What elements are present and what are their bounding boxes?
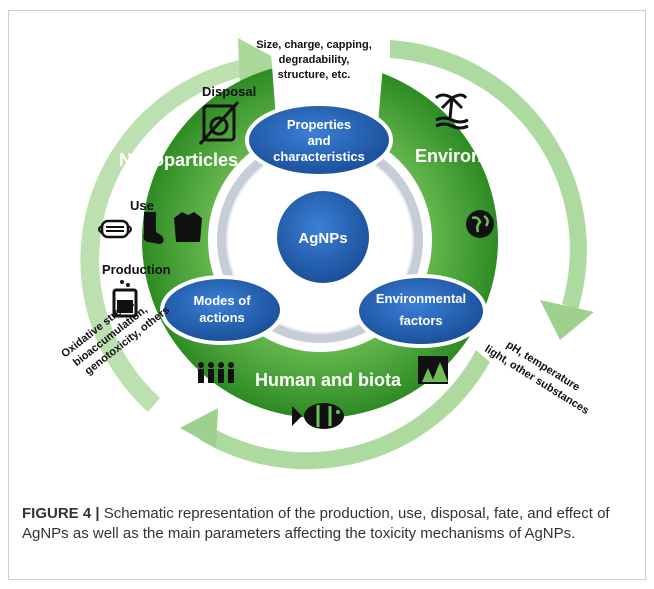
properties-label-1: Properties: [287, 117, 351, 132]
people-icon: [198, 362, 234, 383]
nanoparticles-label: Nanoparticles: [119, 150, 238, 170]
modes-node: [160, 275, 284, 345]
env-note: pH, temperature light, other substances: [482, 339, 590, 417]
center-node: [273, 187, 373, 287]
cycle-arrow-left: [80, 58, 251, 412]
production-label: Production: [102, 262, 171, 277]
environment-label: Environment: [415, 146, 525, 166]
sock-icon: [143, 212, 164, 244]
figure-frame: [8, 10, 646, 580]
modes-label-2: actions: [199, 310, 245, 325]
properties-note-1: Size, charge, capping,: [256, 39, 372, 51]
properties-label-3: characteristics: [273, 149, 365, 164]
agnp-cycle-diagram: AgNPs Properties and characteristics Mod…: [59, 38, 594, 470]
figure-caption: FIGURE 4 | Schematic representation of t…: [22, 504, 632, 544]
washing-machine-crossed-icon: [198, 100, 240, 146]
forest-icon: [418, 356, 448, 384]
modes-label-1: Modes of: [193, 293, 251, 308]
disposal-label: Disposal: [202, 84, 256, 99]
cycle-arrowhead-bottom: [180, 408, 218, 448]
properties-node: [245, 102, 393, 178]
globe-icon: [466, 210, 494, 238]
env-factors-label-2: factors: [399, 313, 442, 328]
island-icon: [434, 93, 469, 130]
use-label: Use: [130, 198, 154, 213]
env-factors-node: [355, 274, 487, 348]
shirt-icon: [174, 212, 202, 242]
cycle-arrow-right: [390, 40, 587, 310]
face-mask-icon: [98, 219, 132, 239]
fish-icon: [292, 403, 344, 429]
human-biota-label: Human and biota: [255, 370, 402, 390]
cycle-arrowhead-right: [540, 300, 594, 340]
cycle-arrow-bottom: [200, 350, 490, 470]
properties-label-2: and: [307, 133, 330, 148]
caption-label: FIGURE 4 |: [22, 505, 100, 522]
properties-note-2: degradability,: [279, 54, 350, 66]
caption-text: Schematic representation of the producti…: [22, 505, 610, 542]
properties-note-3: structure, etc.: [278, 69, 351, 81]
beaker-icon: [112, 280, 138, 318]
env-factors-label-1: Environmental: [376, 291, 466, 306]
center-label: AgNPs: [298, 230, 347, 247]
